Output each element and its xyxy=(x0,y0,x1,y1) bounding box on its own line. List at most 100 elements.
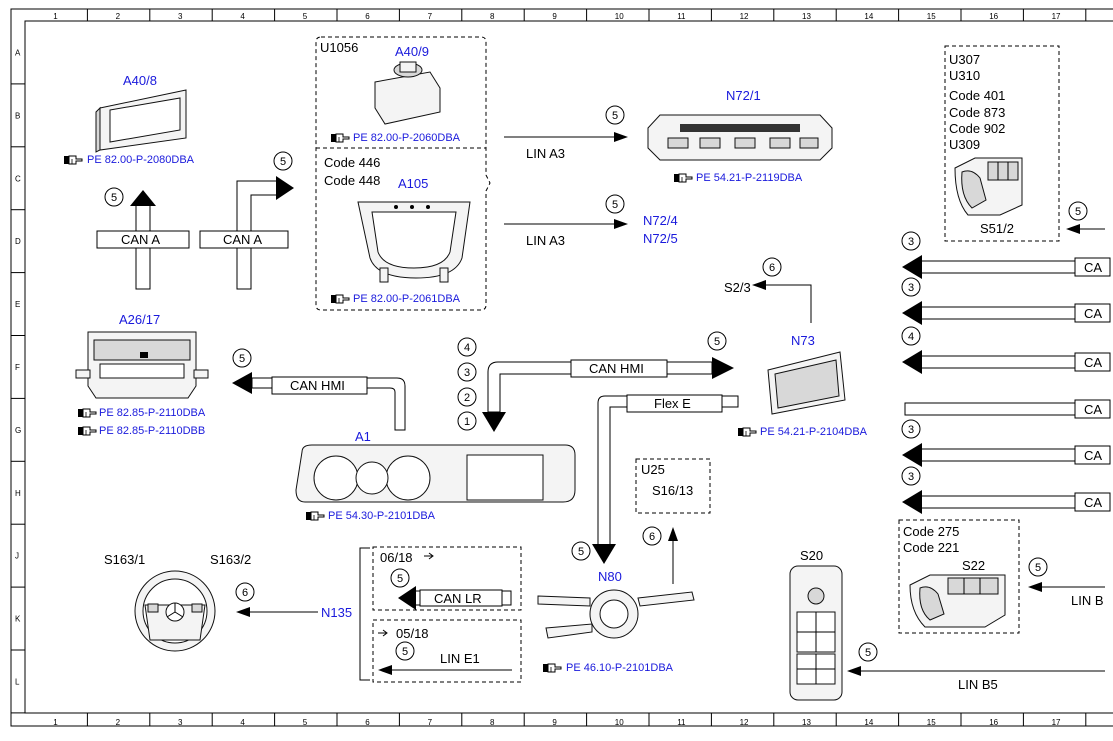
circle-5: 5 xyxy=(865,647,871,659)
grid-col-label: 15 xyxy=(927,718,936,727)
grid-col-label: 14 xyxy=(864,12,873,21)
lin-a3-arrow-2: LIN A3 5 xyxy=(504,194,628,248)
grid-col-label: 9 xyxy=(552,12,557,21)
n80-steering-module[interactable]: N80 xyxy=(537,569,695,639)
grid-col-label: 1 xyxy=(53,12,58,21)
can-a-arrow-left: CAN A 5 xyxy=(96,187,190,290)
lin-e1-arrow: LIN E1 5 xyxy=(378,641,512,675)
a40-8-reference[interactable]: PE 82.00-P-2080DBA xyxy=(63,154,195,166)
bus-arrow-head xyxy=(902,255,922,279)
can-truncated-label: CA xyxy=(1084,448,1102,463)
can-hmi-arrow-main: CAN HMI 5 xyxy=(482,331,734,432)
circle-2: 2 xyxy=(464,392,470,404)
circle-number: 4 xyxy=(908,331,914,343)
circle-5: 5 xyxy=(714,336,720,348)
grid-col-label: 12 xyxy=(740,718,749,727)
a105-overhead-unit[interactable]: A105 xyxy=(357,176,471,283)
circle-5: 5 xyxy=(1075,206,1081,218)
can-hmi-label-2: CAN HMI xyxy=(589,361,644,376)
lin-b-arrow: LIN B 5 xyxy=(1028,557,1105,608)
n73-ezs-unit[interactable]: N73 xyxy=(767,333,846,415)
circle-5: 5 xyxy=(402,646,408,658)
a40-9-reference[interactable]: PE 82.00-P-2060DBA xyxy=(330,132,461,144)
inner-frame xyxy=(24,20,1113,714)
grid-row-label: L xyxy=(15,677,20,686)
grid-col-label: 12 xyxy=(740,12,749,21)
grid-col-label: 13 xyxy=(802,12,811,21)
circle-5: 5 xyxy=(1035,562,1041,574)
s51-2-seat-switch[interactable]: S51/2 xyxy=(954,157,1023,236)
n72-1-reference[interactable]: PE 54.21-P-2119DBA xyxy=(673,172,803,184)
circle-4 xyxy=(901,326,921,346)
s20-window-switch[interactable]: S20 xyxy=(789,548,843,701)
bus-label-box xyxy=(1074,257,1111,277)
bus-arrow-head xyxy=(902,443,922,467)
steering-wheel[interactable]: S163/1 S163/2 xyxy=(104,552,251,652)
circle-number: 3 xyxy=(908,471,914,483)
circle-5: 5 xyxy=(280,156,286,168)
code-448-label: Code 448 xyxy=(324,173,380,188)
code-275-label: Code 275 xyxy=(903,524,959,539)
code-446-label: Code 446 xyxy=(324,155,380,170)
grid-col-label: 2 xyxy=(116,718,121,727)
code-275-group: Code 275 Code 221 xyxy=(898,519,1020,634)
grid-col-label: 7 xyxy=(428,718,433,727)
circle-5: 5 xyxy=(612,110,618,122)
a105-reference[interactable]: PE 82.00-P-2061DBA xyxy=(330,293,461,305)
circle-5: 5 xyxy=(111,192,117,204)
circle-number: 3 xyxy=(908,282,914,294)
circle-3 xyxy=(901,419,921,439)
n80-reference[interactable]: PE 46.10-P-2101DBA xyxy=(542,662,674,674)
s22-seat-switch[interactable]: S22 xyxy=(909,558,1006,628)
bus-arrow-head xyxy=(902,490,922,514)
a40-9-controller[interactable]: A40/9 xyxy=(374,44,441,125)
pointing-hand-icon xyxy=(77,426,97,436)
bus-arrow-head xyxy=(902,301,922,325)
circle-6: 6 xyxy=(242,587,248,599)
a40-9-label: A40/9 xyxy=(395,44,429,59)
grid-col-label: 5 xyxy=(303,12,308,21)
u310-label: U310 xyxy=(949,68,980,83)
a26-17-reference-2[interactable]: PE 82.85-P-2110DBB xyxy=(77,425,205,437)
n72-1-control-panel[interactable]: N72/1 xyxy=(647,88,833,161)
grid-col-label: 6 xyxy=(365,718,370,727)
grid-ticks xyxy=(11,9,1087,726)
code-401-label: Code 401 xyxy=(949,88,1005,103)
n135-label[interactable]: N135 xyxy=(321,605,352,620)
a1-reference[interactable]: PE 54.30-P-2101DBA xyxy=(305,510,436,522)
u25-arrow: 6 xyxy=(642,526,678,584)
flex-e-label: Flex E xyxy=(654,396,691,411)
a26-17-reference-1[interactable]: PE 82.85-P-2110DBA xyxy=(77,407,206,419)
u1056-group: U1056 xyxy=(315,36,491,311)
grid-col-label: 2 xyxy=(116,12,121,21)
n73-ref: PE 54.21-P-2104DBA xyxy=(760,426,868,438)
a40-8-display[interactable]: A40/8 xyxy=(95,73,187,153)
circle-5: 5 xyxy=(578,546,584,558)
circle-6: 6 xyxy=(649,531,655,543)
s2-3-arrow: S2/3 6 xyxy=(724,257,812,323)
circle-6: 6 xyxy=(769,262,775,274)
outer-frame xyxy=(10,8,1113,727)
pointing-hand-icon xyxy=(63,155,83,165)
can-truncated-label: CA xyxy=(1084,306,1102,321)
a1-instrument-cluster[interactable]: A1 xyxy=(295,429,576,503)
grid-col-label: 17 xyxy=(1052,12,1061,21)
pointing-hand-icon xyxy=(330,294,350,304)
pointing-hand-icon xyxy=(737,427,757,437)
can-hmi-label-1: CAN HMI xyxy=(290,378,345,393)
circle-number: 3 xyxy=(908,424,914,436)
circle-3: 3 xyxy=(464,367,470,379)
pointing-hand-icon xyxy=(673,173,693,183)
n72-4-label[interactable]: N72/4 xyxy=(643,213,678,228)
u1056-label: U1056 xyxy=(320,40,358,55)
n72-1-label: N72/1 xyxy=(726,88,761,103)
grid-labels: 1122334455667788991010111112121313141415… xyxy=(15,12,1061,727)
code-902-label: Code 902 xyxy=(949,121,1005,136)
a26-17-cd-drive[interactable]: A26/17 xyxy=(75,312,209,399)
n72-5-label[interactable]: N72/5 xyxy=(643,231,678,246)
s16-13-label[interactable]: S16/13 xyxy=(652,483,693,498)
n73-reference[interactable]: PE 54.21-P-2104DBA xyxy=(737,426,868,438)
grid-row-label: D xyxy=(15,237,21,246)
variant-group: 06/18 05/18 xyxy=(359,546,522,683)
